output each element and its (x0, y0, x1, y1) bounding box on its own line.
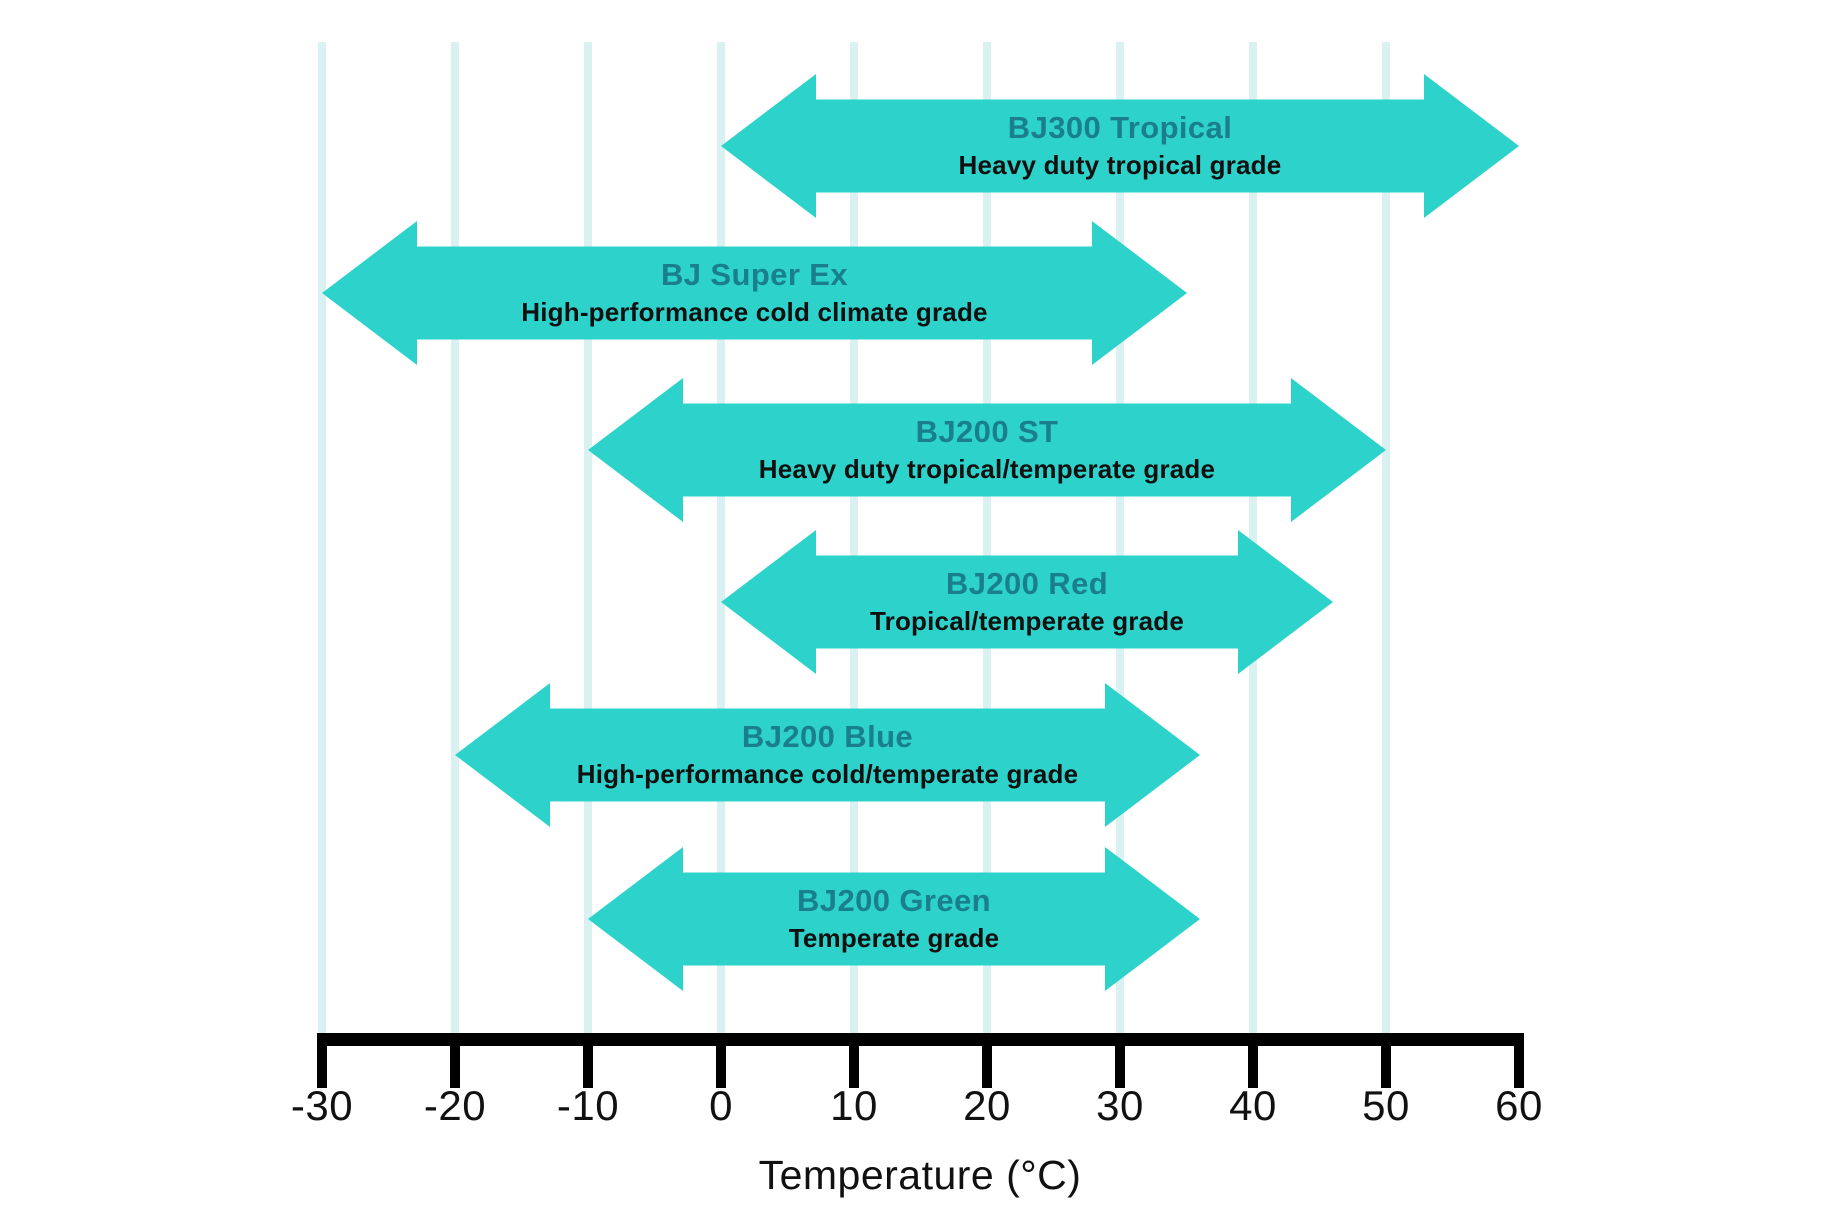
series-name: BJ Super Ex (660, 256, 849, 292)
x-axis-tick-label-10: 10 (830, 1082, 878, 1129)
series-description: Heavy duty tropical grade (958, 150, 1282, 181)
x-axis-tick-30 (1115, 1033, 1125, 1088)
series-name: BJ300 Tropical (1007, 109, 1233, 145)
x-axis-tick-label--30: -30 (290, 1082, 354, 1129)
gridline-0c (717, 42, 725, 1033)
gridline--20c (451, 42, 459, 1033)
gridline-10c (850, 42, 858, 1033)
series-name: BJ200 Blue (741, 718, 914, 754)
series-name: BJ200 ST (915, 413, 1059, 449)
x-axis-tick-label-50: 50 (1362, 1082, 1410, 1129)
series-name: BJ200 Red (945, 565, 1109, 601)
gridline-30c (1116, 42, 1124, 1033)
x-axis-tick-label--10: -10 (556, 1082, 620, 1129)
x-axis-tick-50 (1381, 1033, 1391, 1088)
x-axis-tick-20 (982, 1033, 992, 1088)
x-axis-tick-0 (716, 1033, 726, 1088)
gridline-50c (1382, 42, 1390, 1033)
series-description: Temperate grade (788, 923, 1000, 954)
gridline--30c (318, 42, 326, 1033)
x-axis-tick-label-30: 30 (1096, 1082, 1144, 1129)
series-description: High-performance cold climate grade (521, 297, 988, 328)
x-axis-tick-label-40: 40 (1229, 1082, 1277, 1129)
gridline-20c (983, 42, 991, 1033)
x-axis-tick--10 (583, 1033, 593, 1088)
gridline--10c (584, 42, 592, 1033)
x-axis-tick-40 (1248, 1033, 1258, 1088)
x-axis-line (317, 1033, 1524, 1046)
x-axis-tick-10 (849, 1033, 859, 1088)
x-axis-tick--30 (317, 1033, 327, 1088)
x-axis-tick-label-0: 0 (709, 1082, 733, 1129)
series-name: BJ200 Green (797, 882, 991, 918)
x-axis-tick-60 (1514, 1033, 1524, 1088)
series-description: High-performance cold/temperate grade (576, 759, 1079, 790)
x-axis-tick-label--20: -20 (423, 1082, 487, 1129)
series-description: Heavy duty tropical/temperate grade (758, 454, 1216, 485)
x-axis-tick-label-20: 20 (963, 1082, 1011, 1129)
x-axis-tick--20 (450, 1033, 460, 1088)
x-axis-title: Temperature (°C) (758, 1152, 1082, 1198)
series-description: Tropical/temperate grade (869, 606, 1185, 637)
x-axis-tick-label-60: 60 (1495, 1082, 1543, 1129)
gridline-40c (1249, 42, 1257, 1033)
